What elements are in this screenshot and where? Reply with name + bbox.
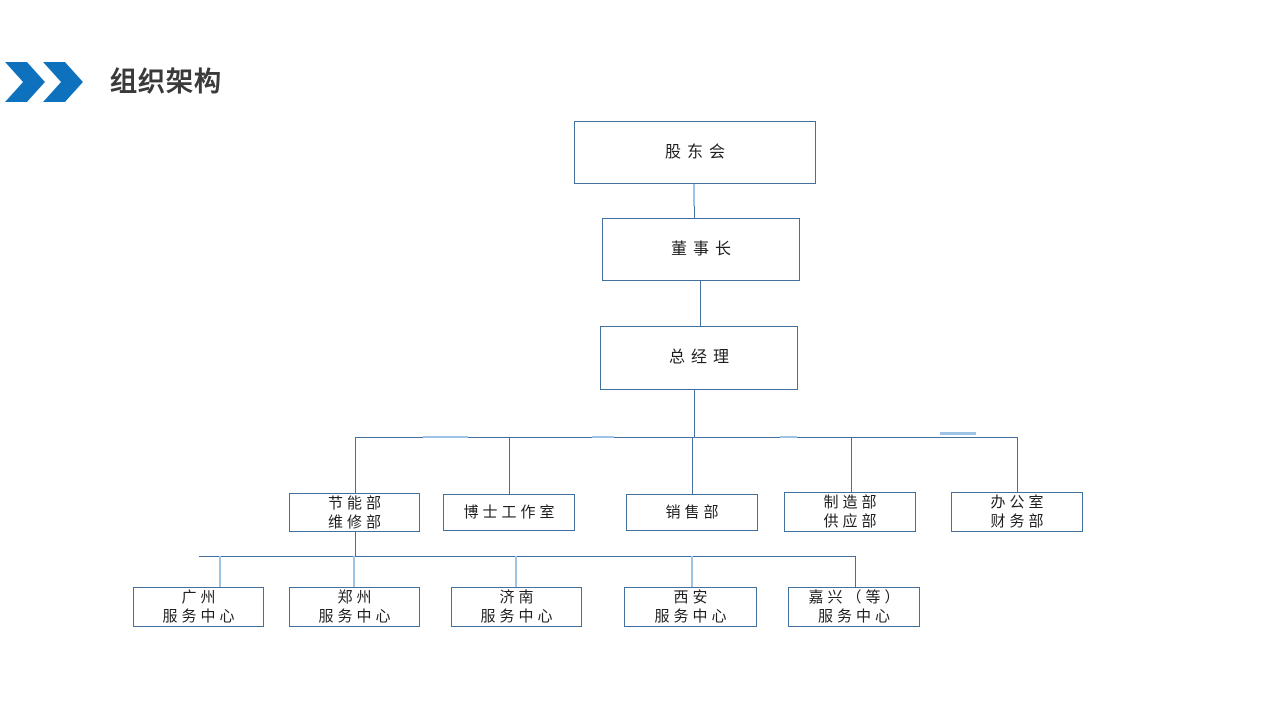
org-node-zhengzhou-center: 郑州 服务中心 [289, 587, 420, 627]
connector-line [691, 556, 693, 587]
connector-line [693, 184, 695, 206]
connector-line [1017, 437, 1018, 492]
connector-line [509, 437, 510, 494]
org-node-sales: 销售部 [626, 494, 758, 531]
org-node-label: 供应部 [823, 513, 881, 530]
connector-line [219, 556, 221, 587]
org-node-xian-center: 西安 服务中心 [624, 587, 757, 627]
org-node-label: 股东会 [664, 143, 731, 161]
org-node-label: 济南 [499, 589, 538, 606]
org-node-label: 西安 [673, 589, 712, 606]
connector-line [940, 432, 976, 435]
org-node-chairman: 董事长 [602, 218, 800, 281]
slide-header: 组织架构 [0, 0, 1280, 120]
org-node-jinan-center: 济南 服务中心 [451, 587, 582, 627]
connector-line [423, 436, 468, 438]
org-node-label: 博士工作室 [463, 504, 559, 521]
org-node-label: 服务中心 [817, 608, 894, 625]
connector-line [592, 436, 614, 438]
org-node-guangzhou-center: 广州 服务中心 [133, 587, 264, 627]
connector-line [515, 556, 517, 587]
org-node-label: 广州 [181, 589, 220, 606]
connector-line [694, 390, 695, 437]
connector-line [199, 556, 856, 557]
org-node-label: 销售部 [665, 504, 723, 521]
org-node-label: 服务中心 [162, 608, 239, 625]
connector-line [355, 437, 356, 493]
connector-line [355, 532, 356, 556]
connector-line [694, 206, 695, 218]
connector-line [780, 436, 797, 438]
org-node-general-manager: 总经理 [600, 326, 798, 390]
org-node-label: 服务中心 [318, 608, 395, 625]
org-node-label: 服务中心 [654, 608, 731, 625]
org-node-label: 维修部 [327, 513, 385, 531]
org-node-jiaxing-center: 嘉兴（等） 服务中心 [788, 587, 920, 627]
org-node-label: 董事长 [670, 240, 737, 258]
connector-line [700, 281, 701, 326]
connector-line [355, 437, 1018, 438]
org-node-label: 财务部 [990, 513, 1048, 530]
page-title: 组织架构 [110, 67, 222, 97]
connector-line [353, 556, 355, 587]
double-chevron-icon [5, 62, 83, 102]
connector-line [692, 437, 693, 494]
org-node-doctor-studio: 博士工作室 [443, 494, 575, 531]
org-node-label: 嘉兴（等） [808, 589, 904, 606]
org-node-manufacturing-supply: 制造部 供应部 [784, 492, 916, 532]
org-node-office-finance: 办公室 财务部 [951, 492, 1083, 532]
connector-line [855, 556, 856, 587]
org-node-label: 制造部 [823, 494, 881, 511]
org-node-label: 郑州 [337, 589, 376, 606]
org-node-energy-maintenance: 节能部 维修部 [289, 493, 420, 532]
org-node-label: 节能部 [327, 494, 385, 512]
org-node-shareholders: 股东会 [574, 121, 816, 184]
org-node-label: 总经理 [668, 349, 735, 366]
org-node-label: 办公室 [990, 494, 1048, 511]
org-node-label: 服务中心 [480, 608, 557, 625]
connector-line [851, 437, 852, 492]
